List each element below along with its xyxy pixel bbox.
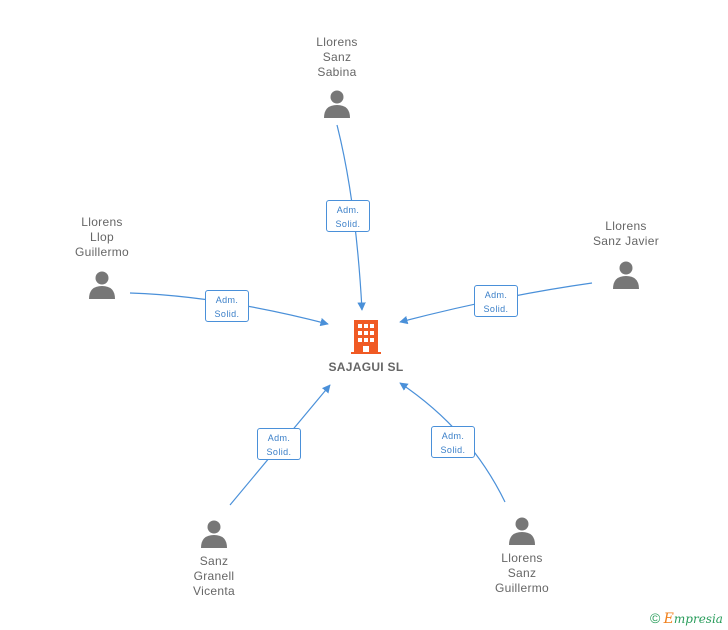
role-box-sabina[interactable]: Adm. Solid. xyxy=(326,200,370,232)
role-line1: Adm. xyxy=(215,295,239,305)
person-icon xyxy=(89,271,115,299)
role-box-granell-vicenta[interactable]: Adm. Solid. xyxy=(257,428,301,460)
role-line1: Adm. xyxy=(441,431,465,441)
person-name-line: Llorens xyxy=(81,215,123,229)
role-line1: Adm. xyxy=(336,205,360,215)
role-line1: Adm. xyxy=(484,290,508,300)
building-icon xyxy=(351,320,381,354)
role-line2: Solid. xyxy=(266,447,292,457)
person-llorens-sanz-sabina[interactable]: Llorens Sanz Sabina xyxy=(277,35,397,118)
person-name-line: Llorens xyxy=(316,35,358,49)
person-icon xyxy=(613,261,639,289)
role-box-llop-guillermo[interactable]: Adm. Solid. xyxy=(205,290,249,322)
person-name-line: Sanz xyxy=(322,50,352,64)
person-llorens-llop-guillermo[interactable]: Llorens Llop Guillermo xyxy=(42,215,162,299)
person-name-line: Guillermo xyxy=(494,581,550,595)
person-name-line: Sabina xyxy=(317,65,357,79)
role-line2: Solid. xyxy=(440,445,466,455)
person-name-line: Sanz xyxy=(507,566,537,580)
person-sanz-granell-vicenta[interactable]: Sanz Granell Vicenta xyxy=(154,518,274,599)
role-box-sanz-guillermo[interactable]: Adm. Solid. xyxy=(431,426,475,458)
role-box-sanz-javier[interactable]: Adm. Solid. xyxy=(474,285,518,317)
role-line1: Adm. xyxy=(267,433,291,443)
person-name-line: Sanz xyxy=(199,554,229,568)
logo-initial: E xyxy=(663,611,674,627)
person-name-line: Guillermo xyxy=(74,245,130,259)
empresia-logo[interactable]: © Empresia xyxy=(650,610,723,628)
copyright-symbol: © xyxy=(650,610,661,626)
role-line2: Solid. xyxy=(483,304,509,314)
role-line2: Solid. xyxy=(214,309,240,319)
company-name: SAJAGUI SL xyxy=(328,360,404,374)
person-name-line: Sanz Javier xyxy=(593,234,659,248)
person-llorens-sanz-guillermo[interactable]: Llorens Sanz Guillermo xyxy=(462,515,582,596)
role-line2: Solid. xyxy=(335,219,361,229)
person-llorens-sanz-javier[interactable]: Llorens Sanz Javier xyxy=(566,219,686,289)
person-name-line: Llop xyxy=(90,230,114,244)
person-icon xyxy=(324,90,350,118)
person-icon xyxy=(509,517,535,545)
company-node[interactable]: SAJAGUI SL xyxy=(306,320,426,374)
person-name-line: Llorens xyxy=(605,219,647,233)
logo-text: mpresia xyxy=(673,612,723,626)
person-icon xyxy=(201,520,227,548)
person-name-line: Llorens xyxy=(501,551,543,565)
person-name-line: Vicenta xyxy=(193,584,235,598)
person-name-line: Granell xyxy=(193,569,235,583)
